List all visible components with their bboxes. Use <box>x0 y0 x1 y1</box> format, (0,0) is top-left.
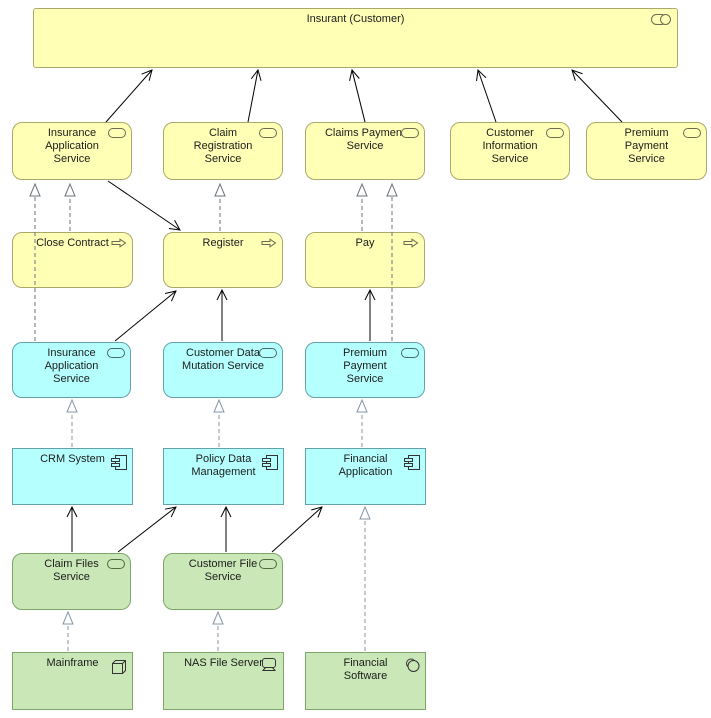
component-icon <box>111 455 127 470</box>
element-label: Policy Data Management <box>191 453 256 478</box>
element-label: Pay <box>355 237 375 249</box>
element-label: Premium Payment Service <box>624 127 669 165</box>
element-claims-payment-service[interactable]: Claims Payment Service <box>305 122 425 180</box>
process-arrow-icon <box>111 238 127 248</box>
element-label: Register <box>202 237 244 249</box>
service-icon <box>401 348 419 358</box>
element-label: Premium Payment Service <box>342 347 387 385</box>
component-icon <box>404 455 420 470</box>
element-customer-file-service[interactable]: Customer File Service <box>163 553 283 610</box>
element-customer-information-service[interactable]: Customer Information Service <box>450 122 570 180</box>
element-label: Claim Files Service <box>44 558 99 583</box>
element-claim-registration-service[interactable]: Claim Registration Service <box>163 122 283 180</box>
element-insurant-customer[interactable]: Insurant (Customer) <box>33 8 678 68</box>
node-cube-icon <box>112 660 126 674</box>
component-icon <box>262 455 278 470</box>
business-role-icon <box>651 14 671 25</box>
service-icon <box>107 348 125 358</box>
element-label: Insurant (Customer) <box>306 13 405 25</box>
element-label: Insurance Application Service <box>44 347 99 385</box>
service-icon <box>401 128 419 138</box>
element-mainframe[interactable]: Mainframe <box>12 652 133 710</box>
element-customer-data-mutation-service[interactable]: Customer Data Mutation Service <box>163 342 283 398</box>
process-arrow-icon <box>403 238 419 248</box>
element-close-contract-process[interactable]: Close Contract <box>12 232 133 288</box>
element-nas-file-server[interactable]: NAS File Server <box>163 652 284 710</box>
element-register-process[interactable]: Register <box>163 232 283 288</box>
process-arrow-icon <box>261 238 277 248</box>
element-insurance-application-service-app[interactable]: Insurance Application Service <box>12 342 131 398</box>
element-label: Financial Software <box>343 657 388 682</box>
element-label: Claim Registration Service <box>193 127 253 165</box>
element-pay-process[interactable]: Pay <box>305 232 425 288</box>
element-label: Customer File Service <box>188 558 258 583</box>
element-label: Financial Application <box>338 453 393 478</box>
service-icon <box>259 128 277 138</box>
element-label: Close Contract <box>36 237 109 249</box>
element-claim-files-service[interactable]: Claim Files Service <box>12 553 131 610</box>
element-label: Claims Payment Service <box>324 127 406 152</box>
element-label: Insurance Application Service <box>45 127 99 165</box>
system-software-icon <box>406 658 420 672</box>
service-icon <box>683 128 701 138</box>
service-icon <box>108 128 126 138</box>
element-premium-payment-service-app[interactable]: Premium Payment Service <box>305 342 425 398</box>
element-policy-data-management[interactable]: Policy Data Management <box>163 448 284 505</box>
realization-relations-lower <box>68 400 365 651</box>
element-label: Mainframe <box>46 657 99 669</box>
element-label: Customer Information Service <box>482 127 538 165</box>
element-insurance-application-service-business[interactable]: Insurance Application Service <box>12 122 132 180</box>
device-icon <box>261 658 277 671</box>
element-premium-payment-service-business[interactable]: Premium Payment Service <box>586 122 707 180</box>
service-icon <box>259 559 277 569</box>
service-icon <box>259 348 277 358</box>
element-crm-system[interactable]: CRM System <box>12 448 133 505</box>
service-icon <box>107 559 125 569</box>
element-label: Customer Data Mutation Service <box>182 347 264 372</box>
element-label: NAS File Server <box>184 657 263 669</box>
element-financial-software[interactable]: Financial Software <box>305 652 426 710</box>
element-label: CRM System <box>40 453 105 465</box>
service-icon <box>546 128 564 138</box>
element-financial-application[interactable]: Financial Application <box>305 448 426 505</box>
